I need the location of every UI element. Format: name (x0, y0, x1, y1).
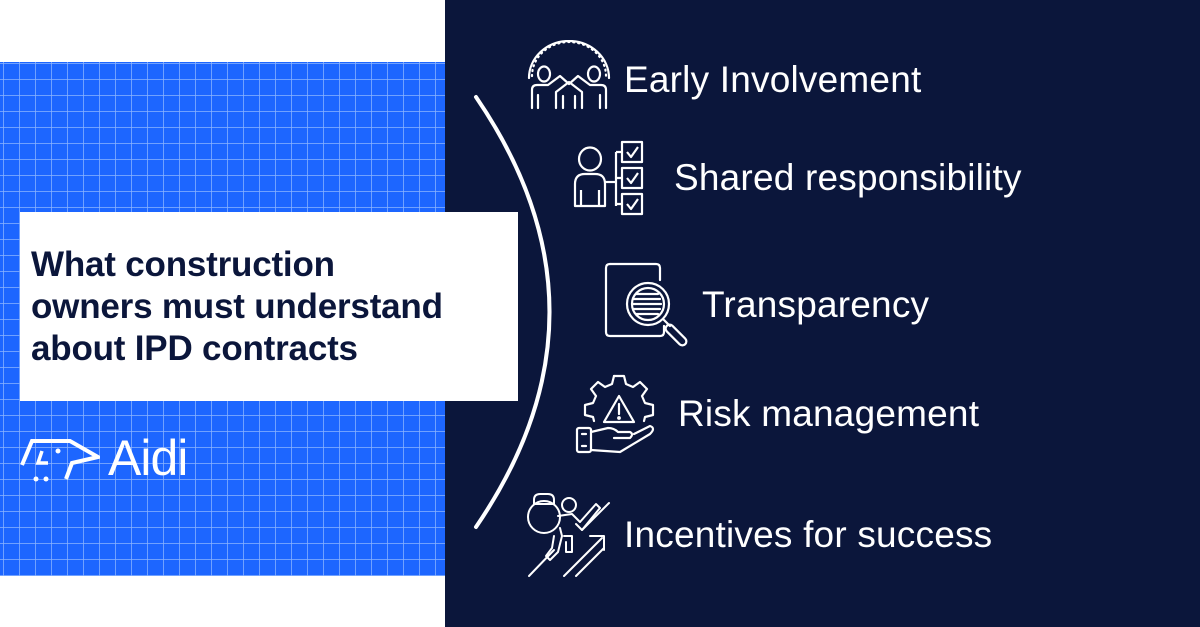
brand-wordmark: Aidi (108, 430, 188, 486)
item-label: Risk management (678, 393, 980, 434)
item-label: Incentives for success (624, 514, 993, 555)
document-magnifier-icon (604, 262, 688, 347)
list-item-incentives-for-success: Incentives for success (524, 490, 992, 580)
page-title: What construction owners must understand… (31, 245, 443, 368)
item-label: Shared responsibility (674, 157, 1022, 198)
navy-background-panel (445, 0, 1200, 627)
brand-logo: Aidi (20, 430, 188, 486)
list-item-shared-responsibility: Shared responsibility (572, 138, 1022, 218)
arc-divider (474, 95, 552, 529)
list-item-transparency: Transparency (604, 262, 929, 348)
item-label: Early Involvement (624, 59, 922, 100)
list-item-risk-management: Risk management (574, 372, 979, 456)
list-item-early-involvement: Early Involvement (526, 40, 921, 120)
person-checklist-icon (573, 140, 644, 216)
dog-head-logo-icon (20, 439, 100, 482)
hand-gear-warning-icon (575, 374, 655, 454)
title-card: What construction owners must understand… (20, 212, 518, 401)
item-label: Transparency (702, 284, 930, 325)
team-collaboration-icon (527, 40, 611, 110)
climber-kettlebell-arrows-icon (527, 493, 610, 577)
